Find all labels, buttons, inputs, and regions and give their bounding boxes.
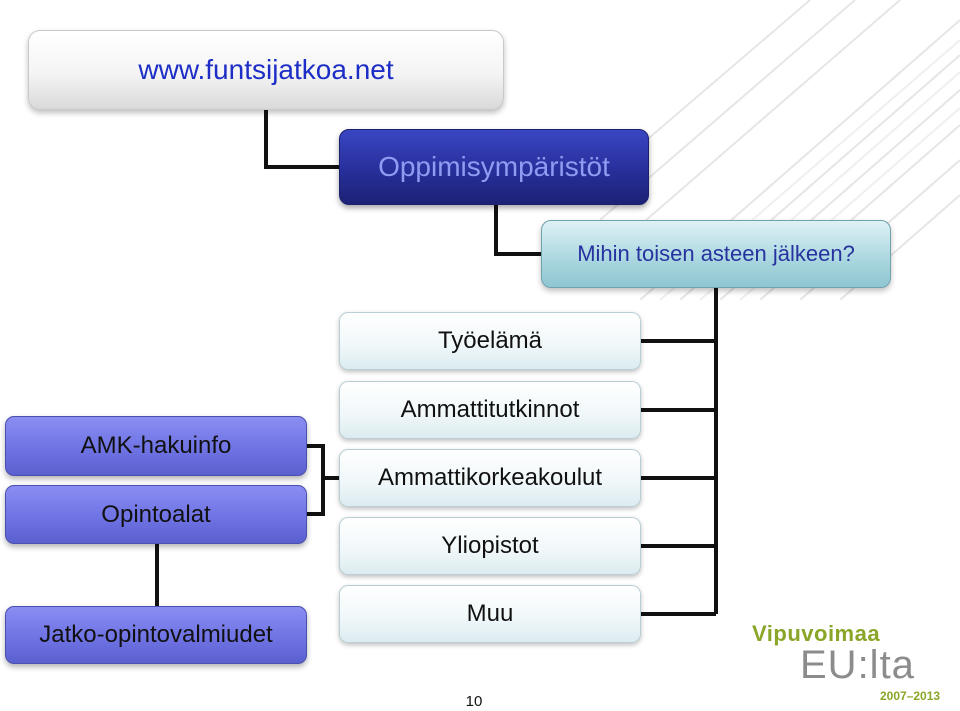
url-box[interactable]: www.funtsijatkoa.net	[28, 30, 504, 110]
url-text: www.funtsijatkoa.net	[138, 54, 393, 86]
logo-years: 2007–2013	[880, 689, 940, 703]
option-label: Muu	[467, 600, 514, 628]
option-muu: Muu	[339, 585, 641, 643]
question-text: Mihin toisen asteen jälkeen?	[577, 241, 855, 266]
connector-url-to-learning	[266, 110, 339, 167]
option-label: Työelämä	[438, 327, 542, 355]
option-label: Ammattitutkinnot	[401, 396, 580, 424]
option-tyoelama: Työelämä	[339, 312, 641, 370]
option-label: Ammattikorkeakoulut	[378, 464, 602, 492]
option-yliopistot: Yliopistot	[339, 517, 641, 575]
option-ammattitutkinnot: Ammattitutkinnot	[339, 381, 641, 439]
study-fields-text: Opintoalat	[101, 501, 210, 529]
learning-environments-text: Oppimisympäristöt	[378, 151, 610, 183]
study-fields-box: Opintoalat	[5, 485, 307, 544]
connector-learning-to-question	[496, 205, 541, 254]
readiness-text: Jatko-opintovalmiudet	[39, 621, 272, 649]
vipuvoimaa-logo: Vipuvoimaa EU:lta 2007–2013	[752, 621, 942, 706]
page-number: 10	[459, 693, 489, 710]
logo-eu-text: EU:lta	[800, 643, 915, 688]
amk-info-text: AMK-hakuinfo	[81, 432, 232, 460]
question-box: Mihin toisen asteen jälkeen?	[541, 220, 891, 288]
learning-environments-box: Oppimisympäristöt	[339, 129, 649, 205]
readiness-box: Jatko-opintovalmiudet	[5, 606, 307, 664]
amk-info-box: AMK-hakuinfo	[5, 416, 307, 476]
option-ammattikorkeakoulut: Ammattikorkeakoulut	[339, 449, 641, 507]
option-label: Yliopistot	[441, 532, 538, 560]
connector-left-bracket	[307, 446, 323, 514]
